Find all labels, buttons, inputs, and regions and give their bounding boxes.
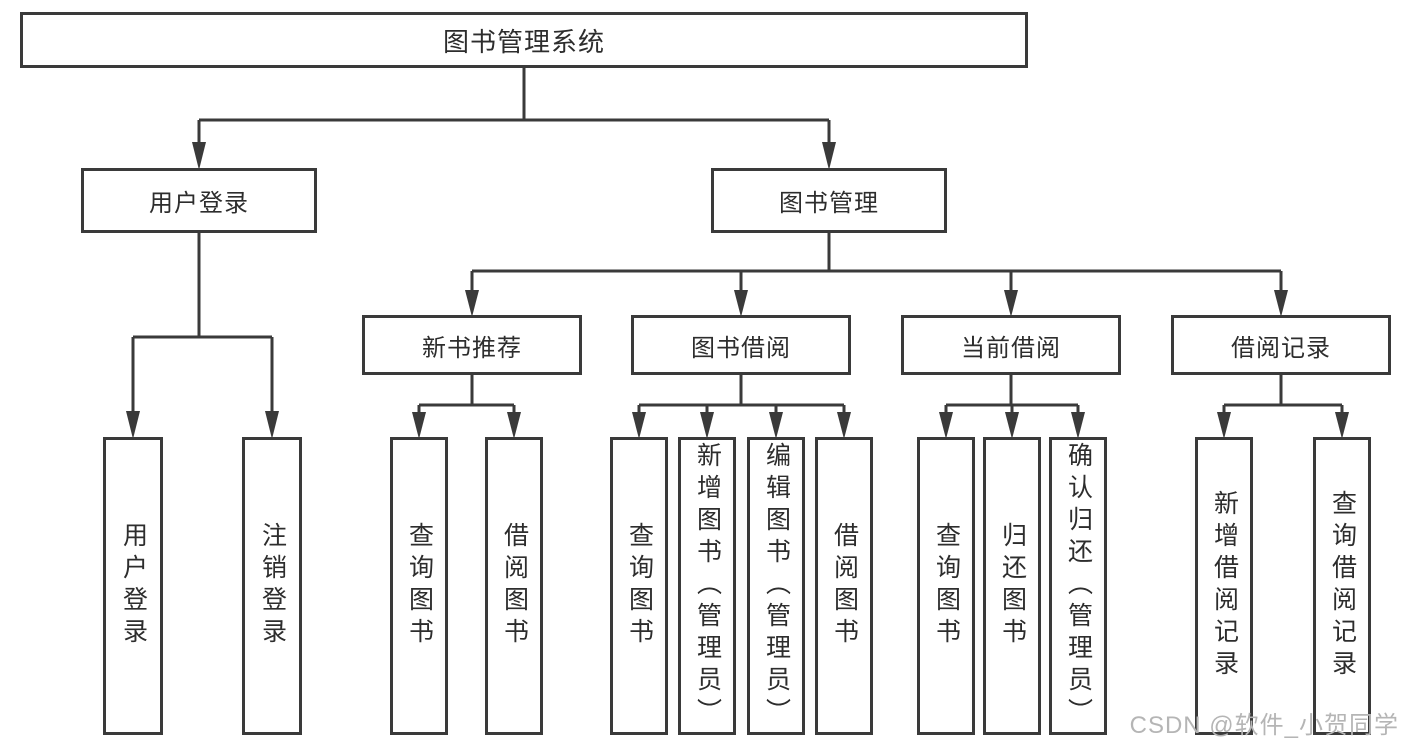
- leaf-borrow-books-borrowing: 借阅图书: [815, 437, 873, 735]
- leaf-add-books-admin: 新增图书（管理员）: [678, 437, 736, 735]
- node-label: 借阅记录: [1231, 334, 1331, 362]
- node-label: 图书借阅: [691, 334, 791, 362]
- node-borrowing-records: 借阅记录: [1171, 315, 1391, 375]
- node-label: 图书管理系统: [442, 26, 605, 57]
- node-label: 归还图书: [998, 522, 1027, 650]
- node-label: 新增图书（管理员）: [693, 442, 722, 730]
- node-label: 当前借阅: [961, 334, 1061, 362]
- node-label: 新增借阅记录: [1210, 490, 1239, 682]
- node-label: 图书管理: [779, 190, 879, 217]
- node-label: 借阅图书: [830, 522, 859, 650]
- node-label: 查询图书: [625, 522, 654, 650]
- node-label: 编辑图书（管理员）: [762, 442, 791, 730]
- node-label: 查询图书: [405, 522, 434, 650]
- node-label: 查询借阅记录: [1328, 490, 1357, 682]
- node-label: 借阅图书: [500, 522, 529, 650]
- leaf-add-borrow-record: 新增借阅记录: [1195, 437, 1253, 735]
- leaf-user-login: 用户登录: [103, 437, 163, 735]
- node-book-borrowing: 图书借阅: [631, 315, 851, 375]
- node-label: 注销登录: [258, 522, 287, 650]
- node-new-book-recommend: 新书推荐: [362, 315, 582, 375]
- node-user-login: 用户登录: [81, 168, 317, 233]
- node-label: 查询图书: [932, 522, 961, 650]
- leaf-query-borrow-record: 查询借阅记录: [1313, 437, 1371, 735]
- leaf-borrow-books-recommend: 借阅图书: [485, 437, 543, 735]
- node-label: 用户登录: [149, 190, 249, 217]
- leaf-logout-login: 注销登录: [242, 437, 302, 735]
- node-current-borrowing: 当前借阅: [901, 315, 1121, 375]
- leaf-query-books-borrowing: 查询图书: [610, 437, 668, 735]
- csdn-watermark: CSDN @软件_小贺同学: [1129, 712, 1399, 739]
- node-library-management-system: 图书管理系统: [20, 12, 1028, 68]
- node-label: 新书推荐: [422, 334, 522, 362]
- leaf-confirm-return-admin: 确认归还（管理员）: [1049, 437, 1107, 735]
- leaf-query-books-current: 查询图书: [917, 437, 975, 735]
- leaf-query-books-recommend: 查询图书: [390, 437, 448, 735]
- leaf-return-books: 归还图书: [983, 437, 1041, 735]
- node-label: 确认归还（管理员）: [1064, 442, 1093, 730]
- node-book-management: 图书管理: [711, 168, 947, 233]
- leaf-edit-books-admin: 编辑图书（管理员）: [747, 437, 805, 735]
- node-label: 用户登录: [119, 522, 148, 650]
